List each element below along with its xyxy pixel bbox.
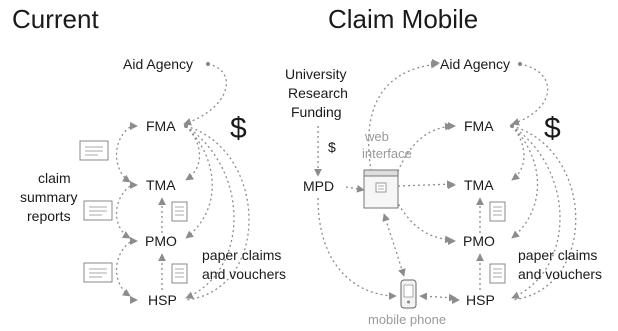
mobile-funding-line2: Research: [288, 85, 348, 101]
mobile-arrows: [314, 60, 577, 302]
report-document-icon: [83, 262, 113, 283]
mobile-pmo-marker: [448, 237, 456, 245]
current-fma-marker: [130, 122, 138, 130]
current-aid-agency: Aid Agency: [123, 56, 193, 72]
voucher-document-icon: [489, 263, 506, 284]
mobile-phone-label: mobile phone: [368, 312, 446, 327]
mobile-diagram: University Research Funding $ MPD web in…: [285, 56, 602, 327]
current-fma: FMA: [146, 118, 176, 134]
current-tma: TMA: [146, 177, 176, 193]
current-hsp: HSP: [148, 292, 177, 308]
mobile-hsp-marker: [452, 296, 460, 304]
mobile-funding-line1: University: [285, 66, 346, 82]
mobile-fma-marker: [448, 122, 456, 130]
mobile-funding-line3: Funding: [291, 104, 342, 120]
current-dollar-sign: $: [230, 112, 247, 145]
mobile-dollar-sign: $: [544, 112, 561, 145]
voucher-document-icon: [171, 201, 188, 222]
title-claim-mobile: Claim Mobile: [328, 4, 478, 34]
web-interface-line1: web: [364, 129, 389, 144]
report-document-icon: [83, 200, 113, 221]
mobile-tma: TMA: [464, 177, 494, 193]
mobile-hsp: HSP: [466, 292, 495, 308]
mobile-mpd: MPD: [303, 178, 334, 194]
mobile-fma: FMA: [464, 118, 494, 134]
current-paper-claims-line2: and vouchers: [202, 266, 286, 282]
current-claim-summary-line3: reports: [27, 208, 71, 224]
current-paper-claims-line1: paper claims: [202, 247, 281, 263]
mobile-pmo: PMO: [463, 233, 495, 249]
current-claim-summary-line1: claim: [38, 170, 71, 186]
current-diagram: Aid Agency FMA TMA PMO HSP $ claim summa…: [20, 56, 286, 308]
mobile-phone-icon: [400, 279, 417, 309]
web-interface-window-icon: [363, 169, 399, 209]
title-current: Current: [12, 4, 99, 34]
current-pmo: PMO: [145, 233, 177, 249]
current-arrows: [116, 61, 250, 301]
mobile-aid-agency: Aid Agency: [440, 56, 510, 72]
voucher-document-icon: [489, 201, 506, 222]
mobile-paper-claims-line1: paper claims: [518, 247, 597, 263]
current-tma-marker: [130, 181, 138, 189]
mobile-tma-marker: [448, 181, 456, 189]
mobile-small-dollar: $: [328, 139, 336, 155]
web-interface-line2: interface: [362, 146, 412, 161]
current-claim-summary-line2: summary: [20, 189, 78, 205]
current-pmo-marker: [130, 237, 138, 245]
mobile-aid-agency-marker: [432, 59, 440, 67]
current-hsp-marker: [130, 296, 138, 304]
report-document-icon: [79, 140, 109, 161]
mobile-paper-claims-line2: and vouchers: [518, 266, 602, 282]
voucher-document-icon: [171, 263, 188, 284]
